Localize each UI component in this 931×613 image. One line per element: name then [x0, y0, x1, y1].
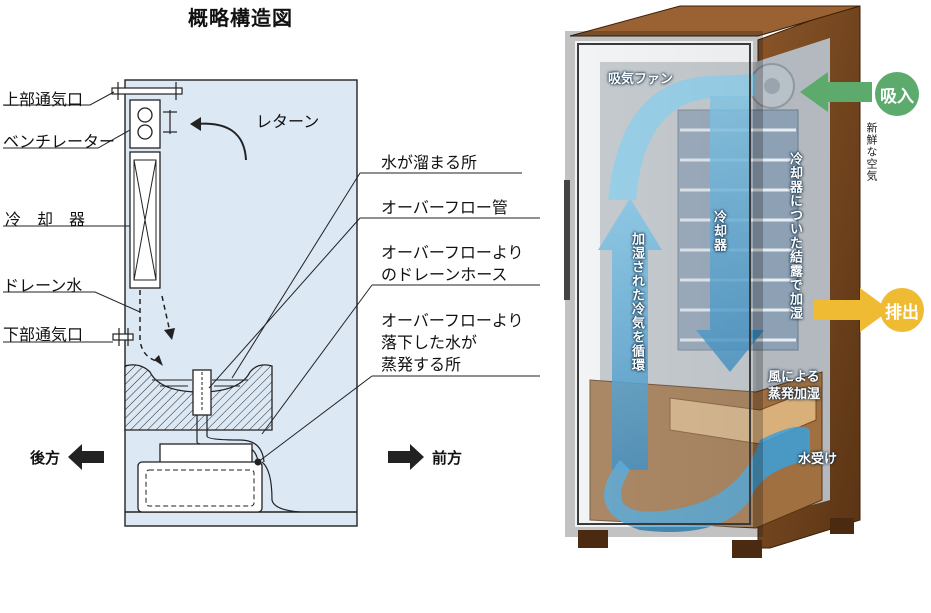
ventilator-unit	[129, 99, 177, 149]
structure-schematic	[3, 79, 540, 527]
label-water-tray: 水受け	[798, 452, 838, 467]
label-overflow-evap-2: 落下した水が	[381, 333, 478, 352]
label-front: 前方	[432, 449, 463, 467]
label-return: レターン	[256, 112, 320, 131]
label-overflow-drain-hose-2: のドレーンホース	[381, 265, 508, 284]
front-arrow	[388, 444, 424, 470]
label-overflow-evap-3: 蒸発する所	[381, 355, 462, 374]
right-leader-lines	[208, 172, 540, 466]
label-fresh-air: 新鮮な空気	[865, 122, 878, 182]
label-illus-cooler: 冷却器	[711, 210, 726, 252]
label-wind-evap-2: 蒸発加湿	[768, 387, 821, 402]
cabinet-illustration	[564, 5, 890, 558]
door-handle	[564, 180, 570, 300]
label-lower-vent: 下部通気口	[3, 325, 84, 344]
glass-door	[565, 31, 763, 537]
label-humidified-air: 加湿された冷気を循環	[629, 232, 644, 372]
label-wind-evap-1: 風による	[768, 370, 820, 385]
label-intake-fan: 吸気ファン	[608, 72, 674, 87]
left-leader-lines	[3, 91, 141, 343]
label-condensation: 冷却器についた結露で加湿	[787, 152, 802, 320]
diagram-title: 概略構造図	[188, 6, 293, 30]
cooler-unit	[129, 151, 161, 289]
airflow-bottom	[604, 426, 810, 532]
evaporation-tray	[137, 443, 263, 513]
label-cooler: 冷 却 器	[5, 210, 86, 229]
label-overflow-pipe: オーバーフロー管	[381, 198, 508, 217]
overflow-pipe	[192, 369, 212, 416]
return-arrow	[195, 122, 247, 161]
label-drain-water: ドレーン水	[3, 276, 83, 295]
intake-badge: 吸入	[875, 72, 919, 116]
label-ventilator: ベンチレーター	[3, 132, 116, 151]
exhaust-arrow	[814, 288, 890, 332]
upper-vent-pipe	[111, 82, 183, 100]
rear-arrow	[68, 444, 104, 470]
intake-arrow	[800, 72, 872, 112]
label-upper-vent: 上部通気口	[3, 90, 84, 109]
label-overflow-evap-1: オーバーフローより	[381, 311, 524, 330]
exhaust-badge: 排出	[880, 288, 924, 332]
lower-vent-pipe	[112, 328, 134, 346]
drain-water-path	[139, 290, 161, 363]
label-overflow-drain-hose-1: オーバーフローより	[381, 243, 524, 262]
label-water-pool: 水が溜まる所	[381, 153, 478, 172]
label-rear: 後方	[30, 449, 61, 467]
